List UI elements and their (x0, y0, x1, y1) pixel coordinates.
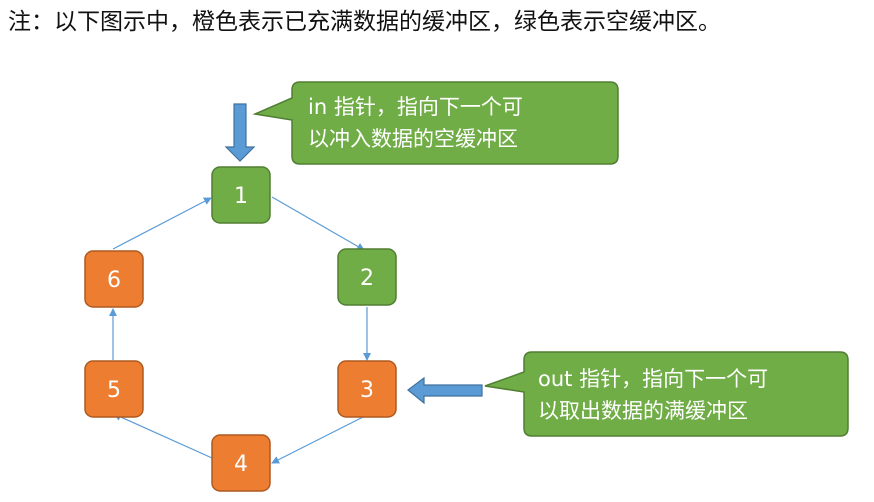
note-text: 注：以下图示中，橙色表示已充满数据的缓冲区，绿色表示空缓冲区。 (8, 9, 721, 35)
buffer-box-5-rect (84, 360, 144, 418)
buffer-box-4-label: 4 (234, 452, 248, 477)
buffer-box-2-label: 2 (360, 266, 374, 291)
buffer-box-5-label: 5 (107, 378, 121, 403)
buffer-box-2-rect (337, 248, 397, 306)
connector-6-to-1 (112, 197, 212, 250)
buffer-box-1-label: 1 (234, 184, 248, 209)
in-callout-shape (252, 81, 619, 165)
buffer-box-6: 6 (84, 250, 144, 308)
buffer-box-3: 3 (337, 360, 397, 418)
buffer-box-1-rect (211, 166, 271, 224)
out-pointer-arrow (407, 376, 483, 405)
connector-3-to-4 (271, 414, 368, 464)
buffer-box-3-rect (337, 360, 397, 418)
buffer-box-4: 4 (211, 434, 271, 492)
in-callout-line-1: in 指针，指向下一个可 (308, 95, 523, 119)
buffer-box-5: 5 (84, 360, 144, 418)
out-callout-line-1: out 指针，指向下一个可 (538, 367, 768, 391)
in-pointer-callout: in 指针，指向下一个可 以冲入数据的空缓冲区 (252, 81, 619, 165)
buffer-box-1: 1 (211, 166, 271, 224)
connector-4-to-5 (113, 413, 213, 459)
out-pointer-callout: out 指针，指向下一个可 以取出数据的满缓冲区 (484, 351, 849, 437)
connector-1-to-2 (271, 196, 365, 251)
in-pointer-arrow (224, 103, 256, 162)
buffer-box-4-rect (211, 434, 271, 492)
buffer-box-3-label: 3 (360, 378, 374, 403)
out-callout-line-2: 以取出数据的满缓冲区 (538, 399, 748, 423)
ring-connectors (109, 196, 371, 464)
out-callout-shape (484, 351, 849, 437)
in-callout-line-2: 以冲入数据的空缓冲区 (308, 127, 518, 151)
buffer-box-6-rect (84, 250, 144, 308)
buffer-box-2: 2 (337, 248, 397, 306)
buffer-box-6-label: 6 (107, 268, 121, 293)
